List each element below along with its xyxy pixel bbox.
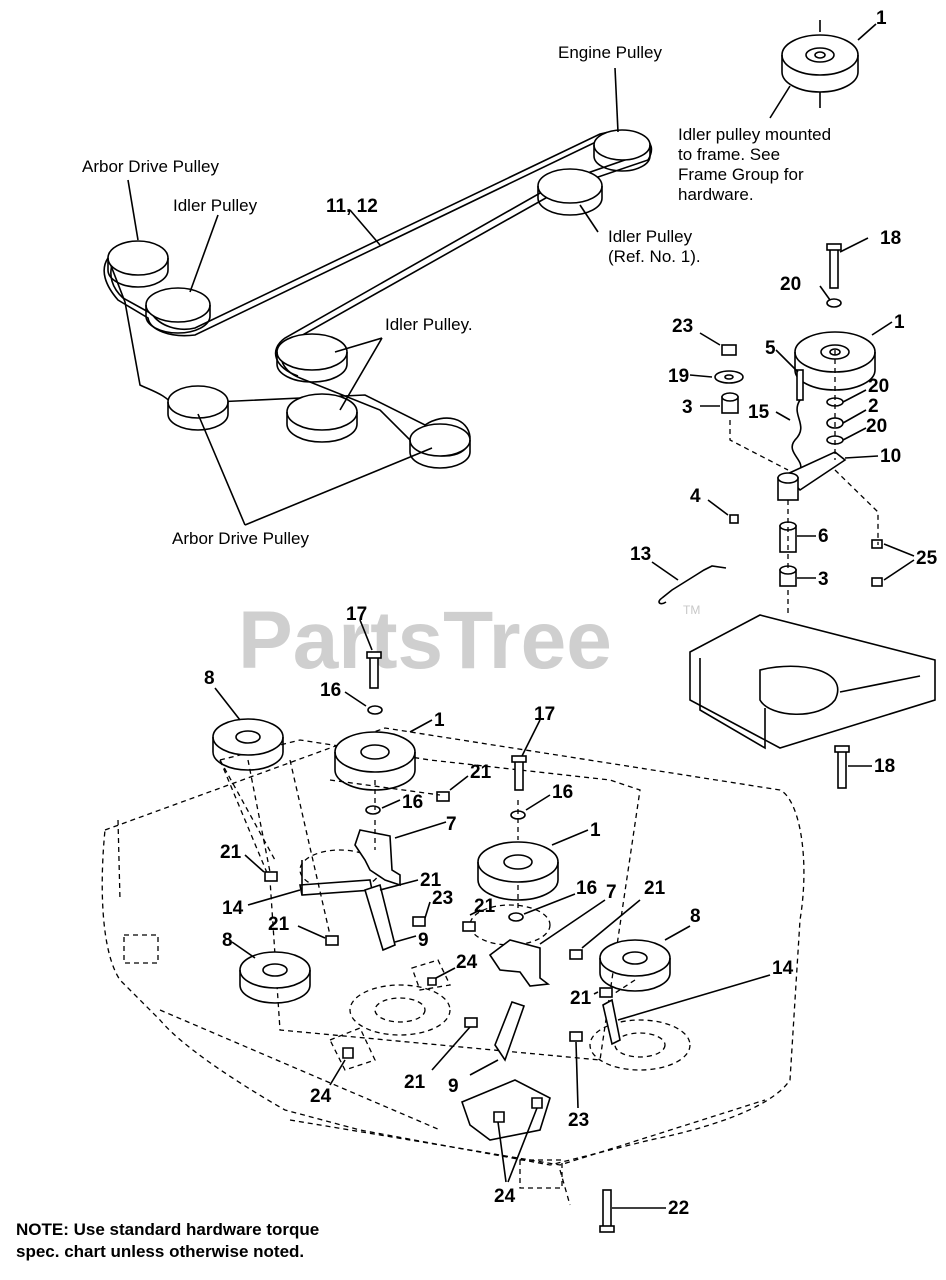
callout-3-low: 3 <box>818 569 829 590</box>
engine-pulley <box>593 129 651 172</box>
callout-4: 4 <box>690 486 701 507</box>
callout-21-b: 21 <box>220 842 242 863</box>
callout-21-c: 21 <box>420 870 442 891</box>
callout-23-bottom: 23 <box>568 1110 589 1131</box>
arbor-drive-pulley-top <box>107 240 169 288</box>
mower-deck <box>101 619 805 1233</box>
callout-5: 5 <box>765 338 776 359</box>
callout-8-left: 8 <box>204 668 215 689</box>
callout-21-g: 21 <box>404 1072 426 1093</box>
callout-19: 19 <box>668 366 689 387</box>
arbor-drive-pulley-right <box>409 423 471 469</box>
callout-13: 13 <box>630 544 651 565</box>
label-belt-ref: 11, 12 <box>326 196 378 217</box>
label-idler-pulley-1: Idler Pulley <box>173 196 258 215</box>
callout-21-d: 21 <box>644 878 666 899</box>
label-arbor-drive-bottom: Arbor Drive Pulley <box>172 529 309 548</box>
callout-17-left: 17 <box>346 604 367 625</box>
idler-pulley-ref-1 <box>537 168 603 216</box>
callout-16-left: 16 <box>320 680 341 701</box>
callout-9-bottom: 9 <box>448 1076 459 1097</box>
belt-routing-diagram <box>103 67 653 526</box>
callout-18-low: 18 <box>874 756 895 777</box>
callout-7-right: 7 <box>606 882 617 903</box>
callout-20-top: 20 <box>780 274 801 295</box>
callout-20-low: 20 <box>866 416 887 437</box>
callout-10: 10 <box>880 446 901 467</box>
callout-22: 22 <box>668 1198 689 1219</box>
callout-16-right: 16 <box>576 878 597 899</box>
callout-21-a: 21 <box>470 762 492 783</box>
callout-9-left: 9 <box>418 930 429 951</box>
callout-8-bottom-left: 8 <box>222 930 233 951</box>
idler-pulley-center-top <box>276 333 348 383</box>
callout-1-top: 1 <box>876 8 887 29</box>
callout-14-right: 14 <box>772 958 794 979</box>
callout-14-left: 14 <box>222 898 244 919</box>
callout-18-top: 18 <box>880 228 901 249</box>
callout-21-f: 21 <box>570 988 592 1009</box>
note-line-2: spec. chart unless otherwise noted. <box>16 1242 304 1261</box>
callout-7-left: 7 <box>446 814 457 835</box>
idler-arm-assembly <box>651 237 936 789</box>
idler-note-1: Idler pulley mounted <box>678 125 831 144</box>
label-idler-ref-line1: Idler Pulley <box>608 227 693 246</box>
callout-15: 15 <box>748 402 770 423</box>
callout-21-e: 21 <box>474 896 496 917</box>
note-line-1: NOTE: Use standard hardware torque <box>16 1220 319 1239</box>
idler-note-3: Frame Group for <box>678 165 804 184</box>
label-idler-ref-line2: (Ref. No. 1). <box>608 247 701 266</box>
callout-21-h: 21 <box>268 914 290 935</box>
callout-17-mid: 17 <box>534 704 555 725</box>
callout-20-mid: 20 <box>868 376 889 397</box>
callout-23-mid: 23 <box>432 888 453 909</box>
callout-6: 6 <box>818 526 829 547</box>
callout-1-mid: 1 <box>590 820 601 841</box>
idler-pulley-upper-left <box>145 287 211 334</box>
watermark-tm: TM <box>683 603 700 617</box>
idler-pulley-center-bottom <box>286 393 358 443</box>
label-idler-pulley-2: Idler Pulley. <box>385 315 473 334</box>
callout-2: 2 <box>868 396 879 417</box>
callout-24-bottom: 24 <box>494 1186 516 1207</box>
callout-23-right: 23 <box>672 316 693 337</box>
callout-16-mid: 16 <box>552 782 573 803</box>
idler-pulley-frame <box>769 20 877 119</box>
callout-24-left: 24 <box>310 1086 332 1107</box>
idler-note-4: hardware. <box>678 185 754 204</box>
label-arbor-drive-top: Arbor Drive Pulley <box>82 157 219 176</box>
callout-16-mid-left: 16 <box>402 792 423 813</box>
label-engine-pulley: Engine Pulley <box>558 43 662 62</box>
idler-note-2: to frame. See <box>678 145 780 164</box>
callout-1-left: 1 <box>434 710 445 731</box>
callout-1-right: 1 <box>894 312 905 333</box>
callout-25: 25 <box>916 548 938 569</box>
belt-inner <box>110 130 646 377</box>
arbor-drive-pulley-left <box>167 385 229 431</box>
watermark: PartsTree <box>238 595 612 686</box>
callout-8-right: 8 <box>690 906 701 927</box>
callout-24-mid: 24 <box>456 952 478 973</box>
callout-3-top: 3 <box>682 397 693 418</box>
